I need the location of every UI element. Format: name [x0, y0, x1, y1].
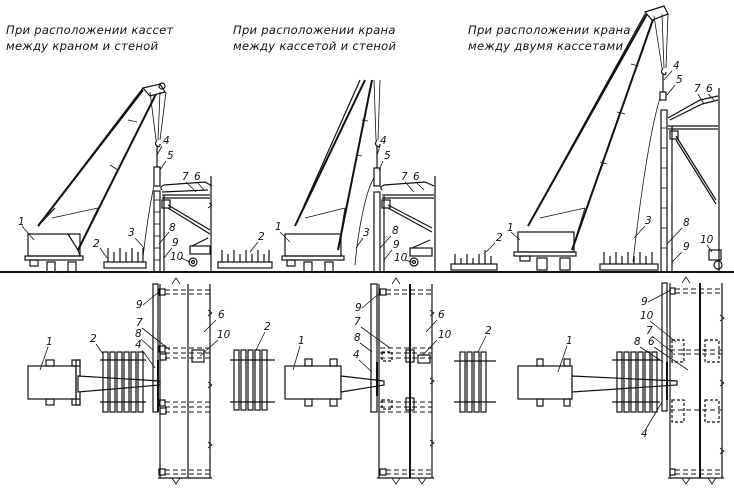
wall-panel [373, 191, 385, 273]
label-4: 4 [380, 135, 387, 147]
label-9: 9 [641, 296, 648, 308]
caption-panel-3-line-2: между двумя кассетами [468, 39, 624, 53]
elevation-panel-1: 1 2 3 4 5 6 7 8 9 10 [18, 82, 213, 273]
cassette-2-plan [100, 351, 146, 413]
label-7: 7 [354, 316, 361, 328]
label-8: 8 [354, 332, 361, 344]
label-9: 9 [393, 239, 400, 251]
label-10: 10 [170, 251, 184, 263]
label-9: 9 [172, 237, 179, 249]
label-2: 2 [93, 238, 100, 250]
label-7: 7 [182, 171, 189, 183]
plan-panel-3-labels: 1 2 4 6 7 8 9 10 [477, 289, 689, 440]
cassette-2-left [450, 250, 498, 271]
caption-panel-1-line-1: При расположении кассет [6, 23, 174, 37]
plan-panel-2-labels: 1 2 4 6 7 8 9 10 [255, 291, 452, 373]
label-10: 10 [700, 234, 714, 246]
label-5: 5 [167, 150, 174, 162]
caption-panel-2-line-1: При расположении крана [233, 23, 396, 37]
elevation-panel-2: 1 2 3 4 5 6 7 8 9 10 [217, 79, 436, 273]
label-4: 4 [135, 339, 142, 351]
crane-1 [281, 79, 381, 273]
wall-plan [152, 277, 213, 485]
caption-panel-1: При расположении кассет между краном и с… [6, 22, 174, 54]
caption-panel-2: При расположении крана между кассетой и … [233, 22, 396, 54]
label-6: 6 [413, 171, 420, 183]
label-6: 6 [194, 171, 201, 183]
label-4: 4 [163, 135, 170, 147]
label-6: 6 [218, 309, 225, 321]
crane-1-plan [284, 358, 385, 407]
label-4: 4 [641, 428, 648, 440]
plan-panel-3: 1 2 4 6 7 8 9 10 [454, 276, 725, 485]
wall-panel [660, 109, 673, 273]
caption-panel-2-line-2: между кассетой и стеной [233, 39, 397, 53]
label-10: 10 [438, 329, 452, 341]
label-4: 4 [673, 60, 680, 72]
label-3: 3 [645, 215, 652, 227]
wall-plan [370, 277, 435, 485]
label-1: 1 [275, 221, 282, 233]
label-6: 6 [648, 336, 655, 348]
label-2: 2 [485, 325, 492, 337]
label-2: 2 [258, 231, 265, 243]
caption-panel-3-line-1: При расположении крана [468, 23, 631, 37]
label-2: 2 [496, 232, 503, 244]
label-2: 2 [264, 321, 271, 333]
crane-1-plan [517, 358, 678, 407]
label-10: 10 [640, 310, 654, 322]
label-7: 7 [646, 325, 653, 337]
label-8: 8 [169, 222, 176, 234]
crane-1 [513, 5, 669, 271]
cassette-2 [103, 248, 147, 269]
label-8: 8 [634, 336, 641, 348]
cassette-2-left-plan [454, 351, 496, 413]
label-9: 9 [136, 299, 143, 311]
elevation-panel-3: 1 2 3 4 5 6 7 8 9 10 [450, 5, 723, 273]
label-9: 9 [355, 302, 362, 314]
label-8: 8 [135, 328, 142, 340]
label-1: 1 [507, 222, 514, 234]
label-3: 3 [128, 227, 135, 239]
caption-panel-1-line-2: между краном и стеной [6, 39, 159, 53]
label-6: 6 [438, 309, 445, 321]
label-6: 6 [706, 83, 713, 95]
crane-1-plan [27, 359, 161, 406]
label-8: 8 [683, 217, 690, 229]
label-10: 10 [394, 252, 408, 264]
building-structure [380, 176, 436, 272]
label-1: 1 [298, 335, 305, 347]
cassette-2-plan [230, 349, 275, 411]
label-7: 7 [136, 317, 143, 329]
label-4: 4 [353, 349, 360, 361]
elevation-panel-2-labels: 1 2 3 4 5 6 7 8 9 10 [249, 135, 425, 264]
label-2: 2 [90, 333, 97, 345]
caption-panel-3: При расположении крана между двумя кассе… [468, 22, 631, 54]
label-3: 3 [363, 227, 370, 239]
crane-1 [24, 82, 167, 273]
plan-panel-2: 1 2 4 6 7 8 9 10 [230, 277, 452, 485]
building-structure [160, 176, 213, 272]
elevation-panel-3-labels: 1 2 3 4 5 6 7 8 9 10 [485, 60, 715, 263]
label-5: 5 [676, 74, 683, 86]
elevation-panel-1-labels: 1 2 3 4 5 6 7 8 9 10 [18, 135, 205, 263]
building-structure [667, 88, 723, 272]
label-7: 7 [401, 171, 408, 183]
label-1: 1 [18, 216, 25, 228]
label-5: 5 [384, 150, 391, 162]
label-10: 10 [217, 329, 231, 341]
label-8: 8 [392, 225, 399, 237]
wall-plan [661, 276, 725, 485]
label-9: 9 [683, 241, 690, 253]
cassette-2-right [599, 252, 659, 271]
plan-panel-1: 1 2 4 6 7 8 9 10 [27, 277, 231, 485]
plan-panel-1-labels: 1 2 4 6 7 8 9 10 [39, 291, 231, 371]
label-7: 7 [694, 83, 701, 95]
cassette-2 [217, 250, 273, 269]
label-1: 1 [46, 336, 53, 348]
label-1: 1 [566, 335, 573, 347]
